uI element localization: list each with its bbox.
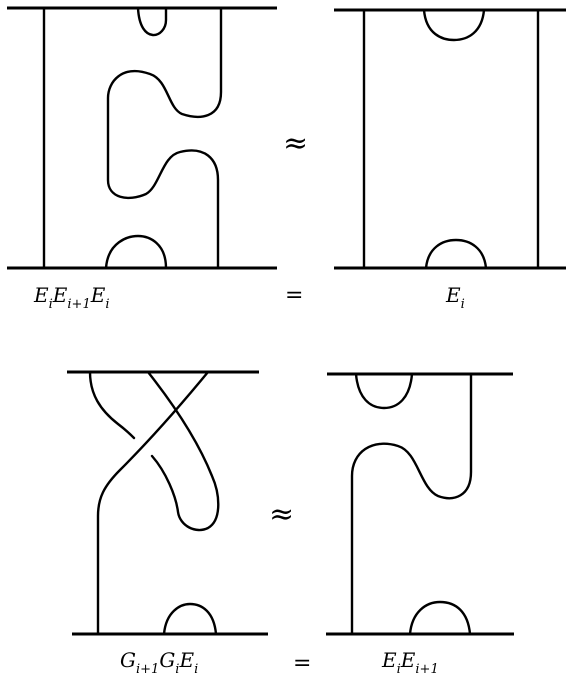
through-bend-strand — [350, 372, 473, 636]
bottom-cup — [162, 602, 218, 636]
generator-subscript: i — [49, 297, 53, 312]
diagram-top-left — [7, 6, 277, 270]
over-crossing-strand — [96, 370, 210, 636]
generator-symbol: E — [90, 283, 106, 307]
operator-word: Ei — [445, 283, 465, 312]
label-top-right: Ei — [445, 283, 465, 312]
label-bottom-left: Gi+1GiEi — [120, 648, 198, 677]
diagram-top-right — [334, 8, 566, 270]
upper-bend-strand — [106, 6, 223, 270]
bottom-cup — [104, 234, 168, 270]
bottom-cup — [408, 600, 472, 636]
generator-subscript: i+1 — [67, 297, 90, 312]
top-cap — [422, 8, 486, 42]
approx-symbol-bottom: ≈ — [269, 497, 294, 532]
bottom-cup — [424, 238, 488, 270]
label-bottom-right: EiEi+1 — [381, 648, 439, 677]
generator-symbol: E — [33, 283, 49, 307]
diagram-bottom-right — [326, 372, 514, 636]
diagram-bottom-left — [67, 370, 268, 636]
approx-symbol-top: ≈ — [283, 126, 308, 161]
generator-subscript: i — [105, 297, 109, 312]
top-cap — [354, 372, 414, 410]
generator-symbol: E — [52, 283, 68, 307]
generator-symbol: E — [381, 648, 397, 672]
generator-subscript: i — [397, 662, 401, 677]
equals-symbol-top: = — [285, 283, 303, 308]
top-cap — [136, 6, 168, 37]
operator-word: Gi+1GiEi — [120, 648, 198, 677]
operator-word: EiEi+1 — [381, 648, 439, 677]
generator-subscript: i — [175, 662, 179, 677]
operator-word: EiEi+1Ei — [33, 283, 110, 312]
generator-subscript: i+1 — [136, 662, 159, 677]
under-loop-strand-lower — [146, 370, 220, 532]
label-top-left: EiEi+1Ei — [33, 283, 110, 312]
generator-subscript: i+1 — [415, 662, 438, 677]
generator-symbol: E — [445, 283, 461, 307]
generator-symbol: E — [400, 648, 416, 672]
generator-symbol: E — [178, 648, 194, 672]
generator-symbol: G — [120, 648, 136, 672]
generator-symbol: G — [159, 648, 175, 672]
generator-subscript: i — [194, 662, 198, 677]
equals-symbol-bottom: = — [293, 651, 311, 676]
under-loop-strand-upper — [88, 370, 136, 440]
generator-subscript: i — [461, 297, 465, 312]
